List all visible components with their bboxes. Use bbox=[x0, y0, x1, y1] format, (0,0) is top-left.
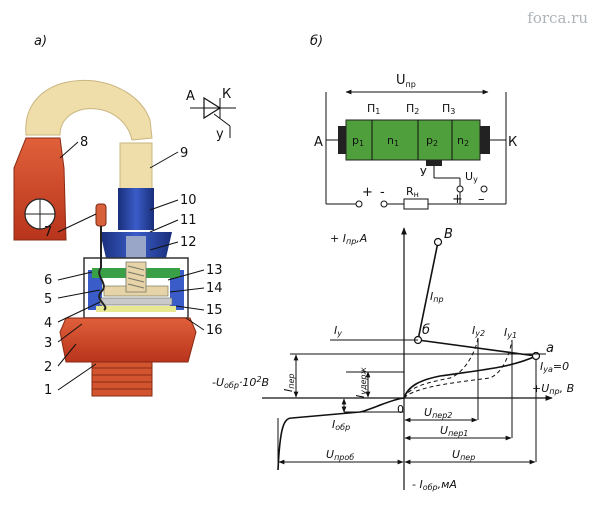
label-i-y2: Iу2 bbox=[472, 324, 485, 338]
label-i-per: Iпер bbox=[282, 374, 296, 392]
label-point-a: a bbox=[546, 341, 554, 356]
axis-x-pos-label: +Uпр, В bbox=[532, 382, 574, 396]
curve-forward-on bbox=[417, 241, 439, 341]
layer-n2: n2 bbox=[457, 134, 469, 148]
layer-p1: p1 bbox=[352, 134, 364, 148]
label-i-ya: Iуа=0 bbox=[540, 360, 569, 374]
callout-2: 2 bbox=[44, 360, 52, 375]
point-B bbox=[433, 237, 443, 247]
curve-negative-resistance bbox=[417, 339, 537, 357]
label-i-y: Iу bbox=[334, 324, 342, 338]
callout-6: 6 bbox=[44, 273, 52, 288]
callout-12: 12 bbox=[180, 235, 197, 250]
curve-gate-1 bbox=[403, 339, 513, 399]
thyristor-housing bbox=[83, 257, 189, 319]
panel-b-graph: + Iпр,A - Iобр,мА +Uпр, В -Uобр·102B 0 a… bbox=[212, 227, 574, 492]
callout-8: 8 bbox=[80, 135, 88, 150]
symbol-anode: А bbox=[186, 89, 195, 104]
sign-plus-gate: + bbox=[452, 192, 463, 207]
thyristor-symbol: А К у bbox=[186, 87, 236, 142]
callout-16: 16 bbox=[206, 323, 223, 338]
gate-lead bbox=[95, 203, 107, 311]
insulator-cap bbox=[100, 188, 172, 262]
label-u-per: Uпер bbox=[452, 448, 475, 462]
resistor-rn bbox=[403, 198, 429, 210]
label-i-obr: Iобр bbox=[332, 418, 350, 432]
panel-a: а) bbox=[13, 34, 236, 398]
axis-y-pos-label: + Iпр,A bbox=[330, 232, 367, 246]
curve-forward-off bbox=[403, 355, 537, 399]
junction-p3: П3 bbox=[442, 102, 455, 116]
label-u-per2: Uпер2 bbox=[424, 406, 452, 420]
callout-5: 5 bbox=[44, 292, 52, 307]
callout-lines bbox=[57, 141, 205, 391]
curve-gate-2 bbox=[403, 337, 479, 399]
label-cathode: К bbox=[508, 135, 517, 150]
callout-13: 13 bbox=[206, 263, 223, 278]
callout-1: 1 bbox=[44, 383, 52, 398]
sign-minus-supply: - bbox=[380, 185, 385, 200]
lead-sleeve bbox=[119, 142, 153, 190]
junction-p2: П2 bbox=[406, 102, 419, 116]
origin-label: 0 bbox=[397, 403, 404, 416]
axis-x-neg-label: -Uобр·102B bbox=[212, 375, 269, 390]
u-pr-label: Uпр bbox=[396, 73, 416, 89]
callout-3: 3 bbox=[44, 336, 52, 351]
callout-10: 10 bbox=[180, 193, 197, 208]
label-point-b: б bbox=[422, 323, 430, 338]
panel-b-title: б) bbox=[310, 34, 323, 49]
label-u-prob: Uпроб bbox=[326, 448, 354, 462]
label-u-per1: Uпер1 bbox=[440, 424, 468, 438]
sign-minus-gate: – bbox=[478, 192, 485, 207]
panel-b-structure: б) Uпр П1 П2 П3 p1 n1 p2 n2 А К bbox=[310, 34, 517, 210]
label-gate: У bbox=[420, 166, 427, 179]
callout-11: 11 bbox=[180, 213, 197, 228]
symbol-gate: у bbox=[216, 127, 224, 142]
label-anode: А bbox=[314, 135, 323, 150]
label-i-uderzh: Iудерж bbox=[354, 366, 368, 398]
lug-terminal bbox=[13, 137, 67, 241]
terminal-cathode-contact bbox=[480, 126, 490, 154]
semiconductor-body bbox=[345, 119, 481, 161]
label-i-pr: Iпр bbox=[430, 290, 444, 304]
curve-reverse bbox=[277, 397, 405, 471]
axis-y-neg-label: - Iобр,мА bbox=[412, 478, 457, 492]
callout-7: 7 bbox=[44, 225, 52, 240]
callout-9: 9 bbox=[180, 146, 188, 161]
label-rn: Rн bbox=[406, 185, 419, 199]
callout-14: 14 bbox=[206, 281, 223, 296]
flexible-lead bbox=[25, 80, 153, 141]
label-point-B: B bbox=[444, 227, 453, 242]
label-uy: Uу bbox=[465, 170, 478, 184]
callout-15: 15 bbox=[206, 303, 223, 318]
panel-a-title: а) bbox=[34, 34, 47, 49]
base-stud bbox=[59, 317, 197, 397]
terminal-anode-contact bbox=[338, 126, 348, 154]
watermark: forca.ru bbox=[527, 9, 588, 27]
layer-n1: n1 bbox=[387, 134, 399, 148]
sign-plus-supply: + bbox=[362, 185, 373, 200]
layer-p2: p2 bbox=[426, 134, 438, 148]
label-i-y1: Iу1 bbox=[504, 326, 517, 340]
callout-4: 4 bbox=[44, 316, 52, 331]
junction-p1: П1 bbox=[367, 102, 380, 116]
symbol-cathode: К bbox=[222, 87, 231, 102]
